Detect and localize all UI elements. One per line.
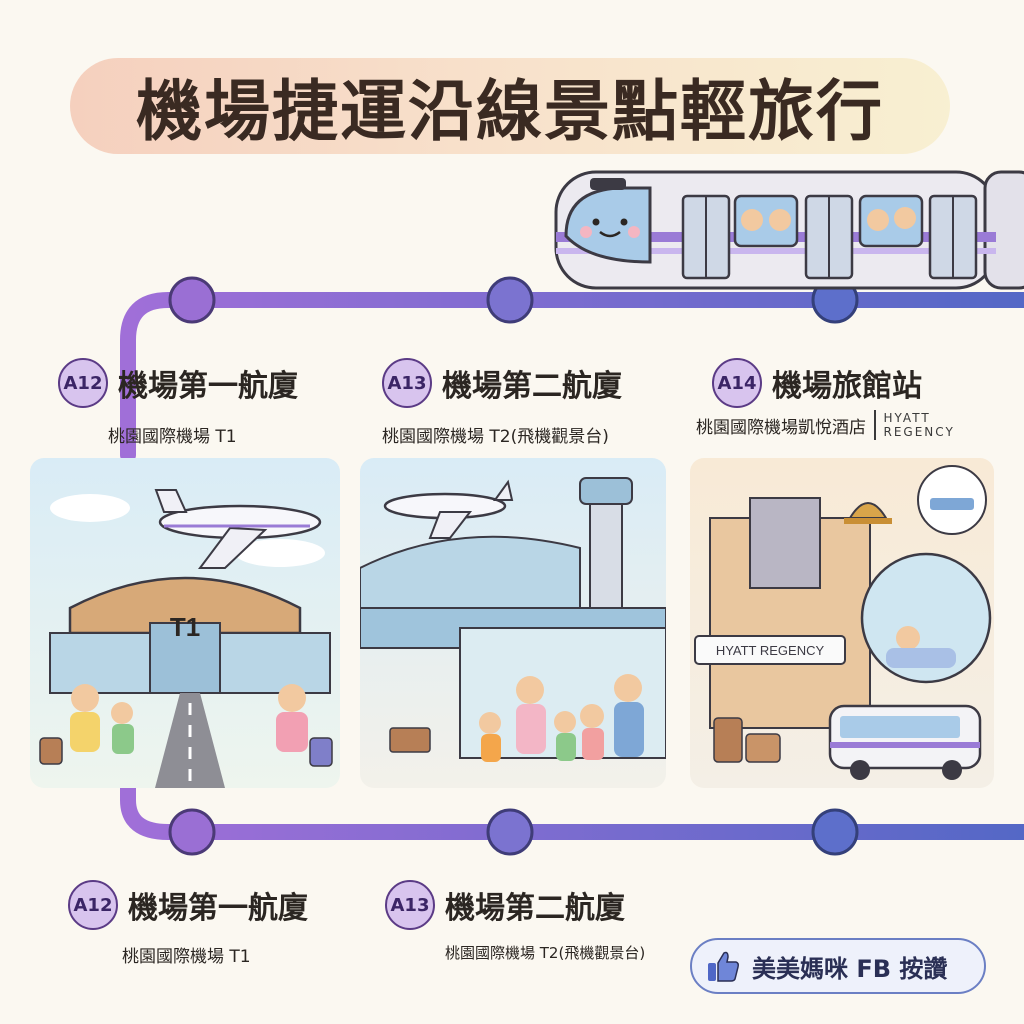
station-code-badge: A12 — [68, 880, 118, 930]
window-bubble — [860, 552, 992, 684]
station-subtitle: 桃園國際機場 T1 — [108, 427, 237, 447]
bell-icon — [844, 502, 892, 524]
stop-dot-a14-bottom — [811, 808, 859, 856]
hotel-sign: HYATT REGENCY — [716, 643, 825, 658]
panel-hotel-illustration: HYATT REGENCY — [690, 458, 994, 788]
station-a14-top: A14 機場旅館站 — [712, 358, 922, 408]
family-left — [39, 684, 134, 765]
title-banner — [70, 58, 950, 154]
hotel-building — [709, 497, 871, 729]
train-illustration — [554, 170, 1024, 290]
family-right — [276, 684, 333, 767]
metro-line-top — [120, 292, 1024, 463]
hyatt-logo: HYATT REGENCY — [884, 411, 955, 439]
stop-dot-a12-bottom — [168, 808, 216, 856]
station-code-badge: A12 — [58, 358, 108, 408]
panel-t2-illustration — [360, 458, 666, 788]
station-a13-top: A13 機場第二航廈 桃園國際機場 T2(飛機觀景台) — [382, 358, 622, 447]
divider — [874, 410, 876, 440]
hyatt-logo-line2: REGENCY — [883, 425, 955, 439]
hyatt-logo-line1: HYATT — [883, 411, 931, 425]
stop-dot-a12-top — [168, 276, 216, 324]
terminal-building: T1 — [49, 576, 331, 694]
thumbs-up-icon — [708, 951, 739, 982]
station-a14-subtitle-row: 桃園國際機場凱悅酒店 HYATT REGENCY — [696, 410, 955, 440]
station-subtitle: 桃園國際機場凱悅酒店 — [696, 417, 866, 438]
station-name: 機場第二航廈 — [445, 891, 625, 926]
station-subtitle: 桃園國際機場 T1 — [122, 947, 251, 967]
station-code-badge: A13 — [385, 880, 435, 930]
station-subtitle: 桃園國際機場 T2(飛機觀景台) — [382, 427, 609, 447]
station-a12-bottom: A12 機場第一航廈 桃園國際機場 T1 — [68, 880, 308, 967]
t1-sign: T1 — [170, 612, 200, 642]
station-name: 機場旅館站 — [772, 369, 922, 404]
fb-like-badge[interactable]: 美美媽咪 FB 按讚 — [690, 938, 986, 994]
stop-dot-a13-bottom — [486, 808, 534, 856]
shuttle-bus — [828, 704, 982, 780]
station-name: 機場第一航廈 — [128, 891, 308, 926]
fb-like-label: 美美媽咪 FB 按讚 — [752, 954, 948, 983]
station-name: 機場第一航廈 — [118, 369, 298, 404]
station-a12-top: A12 機場第一航廈 桃園國際機場 T1 — [58, 358, 298, 447]
airplane-icon — [154, 489, 322, 569]
station-name: 機場第二航廈 — [442, 369, 622, 404]
bed-bubble-icon — [917, 465, 987, 535]
stop-dot-a13-top — [486, 276, 534, 324]
panel-t1-illustration: T1 — [30, 458, 340, 788]
station-code-badge: A13 — [382, 358, 432, 408]
station-code-badge: A14 — [712, 358, 762, 408]
station-subtitle: 桃園國際機場 T2(飛機觀景台) — [445, 944, 646, 962]
family-group — [479, 674, 644, 762]
station-a13-bottom: A13 機場第二航廈 桃園國際機場 T2(飛機觀景台) — [385, 880, 645, 963]
page-title: 機場捷運沿線景點輕旅行 — [136, 73, 884, 150]
metro-line-bottom — [120, 772, 1024, 840]
airplane-icon — [383, 479, 514, 539]
